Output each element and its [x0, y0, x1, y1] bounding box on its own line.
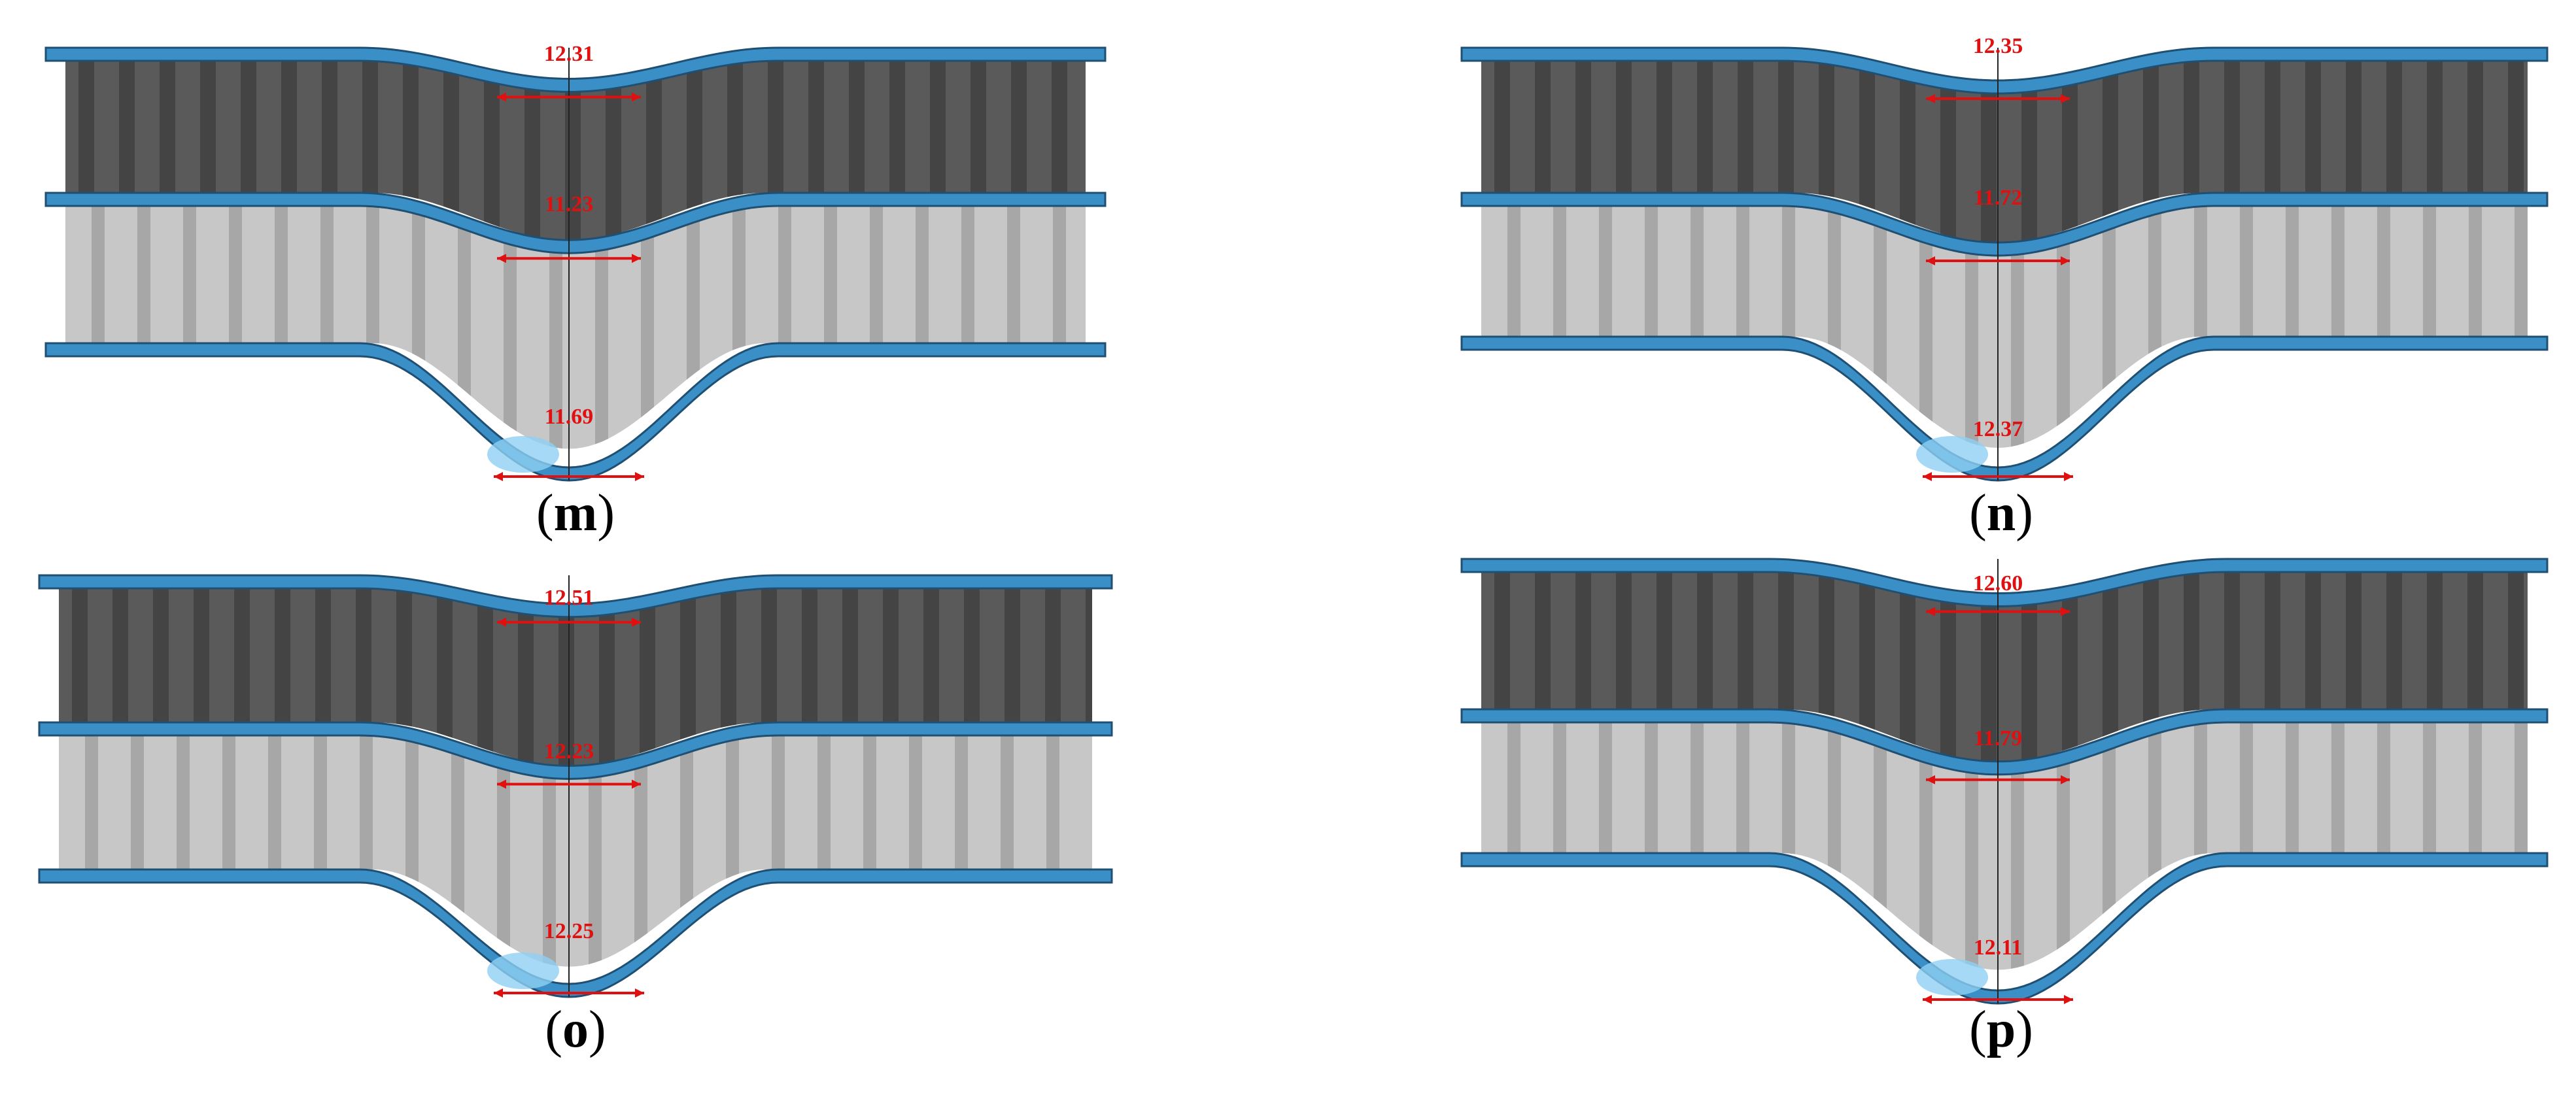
impact-highlight: [487, 436, 559, 473]
measure-bottom-label: 12.25: [544, 919, 594, 943]
measure-bottom-label: 12.11: [1974, 935, 2023, 960]
impact-highlight: [487, 952, 559, 989]
measure-middle-line: [1926, 775, 2070, 784]
caption-n-letter: n: [1986, 484, 2016, 542]
caption-m-letter: m: [553, 484, 598, 542]
caption-o-letter: o: [562, 1001, 589, 1058]
top-skin: [38, 574, 1113, 618]
measure-bottom-line: [494, 988, 644, 998]
panel-n-figure: 12.35 11.72 12.37: [1460, 34, 2549, 482]
measure-top-label: 12.31: [544, 42, 594, 66]
sandwich-structure: [1460, 46, 2549, 482]
measure-bottom-line: [1923, 472, 2073, 481]
caption-p: (p): [1969, 1001, 2033, 1058]
measure-middle-label: 11.72: [1974, 186, 2023, 210]
measure-middle-label: 11.23: [545, 192, 594, 216]
middle-skin: [44, 192, 1107, 254]
caption-o: (o): [545, 1001, 606, 1058]
top-skin: [1460, 46, 2549, 95]
panel-p-figure: 12.60 11.79 12.11: [1460, 558, 2549, 1005]
measure-middle-line: [497, 779, 641, 789]
measure-middle-label: 12.23: [544, 739, 594, 764]
measure-bottom-line: [1923, 995, 2073, 1004]
bottom-skin: [38, 868, 1113, 998]
panel-n: 12.35 11.72 12.37: [1460, 34, 2549, 482]
caption-n: (n): [1969, 484, 2033, 542]
top-skin: [44, 46, 1107, 93]
measure-bottom-line: [494, 472, 644, 481]
bottom-skin: [1460, 852, 2549, 1005]
panel-p: 12.60 11.79 12.11: [1460, 556, 2549, 1005]
measure-top-line: [497, 617, 641, 627]
measure-top-line: [1926, 607, 2070, 616]
impact-highlight: [1916, 959, 1988, 996]
panel-o: 12.51 12.23 12.25: [38, 572, 1113, 998]
bottom-skin: [1460, 335, 2549, 482]
measure-top-line: [497, 92, 641, 102]
middle-skin: [38, 721, 1113, 781]
measure-bottom-label: 11.69: [545, 405, 594, 429]
measure-middle-line: [1926, 256, 2070, 265]
caption-p-letter: p: [1986, 1001, 2016, 1058]
measure-top-label: 12.51: [544, 586, 594, 610]
measure-middle-line: [497, 254, 641, 263]
top-skin: [1460, 558, 2549, 608]
measure-top-label: 12.60: [1973, 571, 2023, 596]
middle-skin: [1460, 708, 2549, 776]
measure-middle-label: 11.79: [1974, 726, 2023, 750]
panel-o-figure: 12.51 12.23 12.25: [38, 574, 1113, 998]
impact-highlight: [1916, 436, 1988, 473]
measure-bottom-label: 12.37: [1973, 417, 2023, 441]
measure-top-line: [1926, 94, 2070, 103]
panel-m: 12.31 11.23 11.69: [44, 36, 1107, 482]
caption-m: (m): [536, 484, 615, 542]
panel-m-figure: 12.31 11.23 11.69: [44, 42, 1107, 482]
middle-skin: [1460, 192, 2549, 257]
bottom-skin: [44, 342, 1107, 482]
measure-top-label: 12.35: [1973, 34, 2023, 58]
